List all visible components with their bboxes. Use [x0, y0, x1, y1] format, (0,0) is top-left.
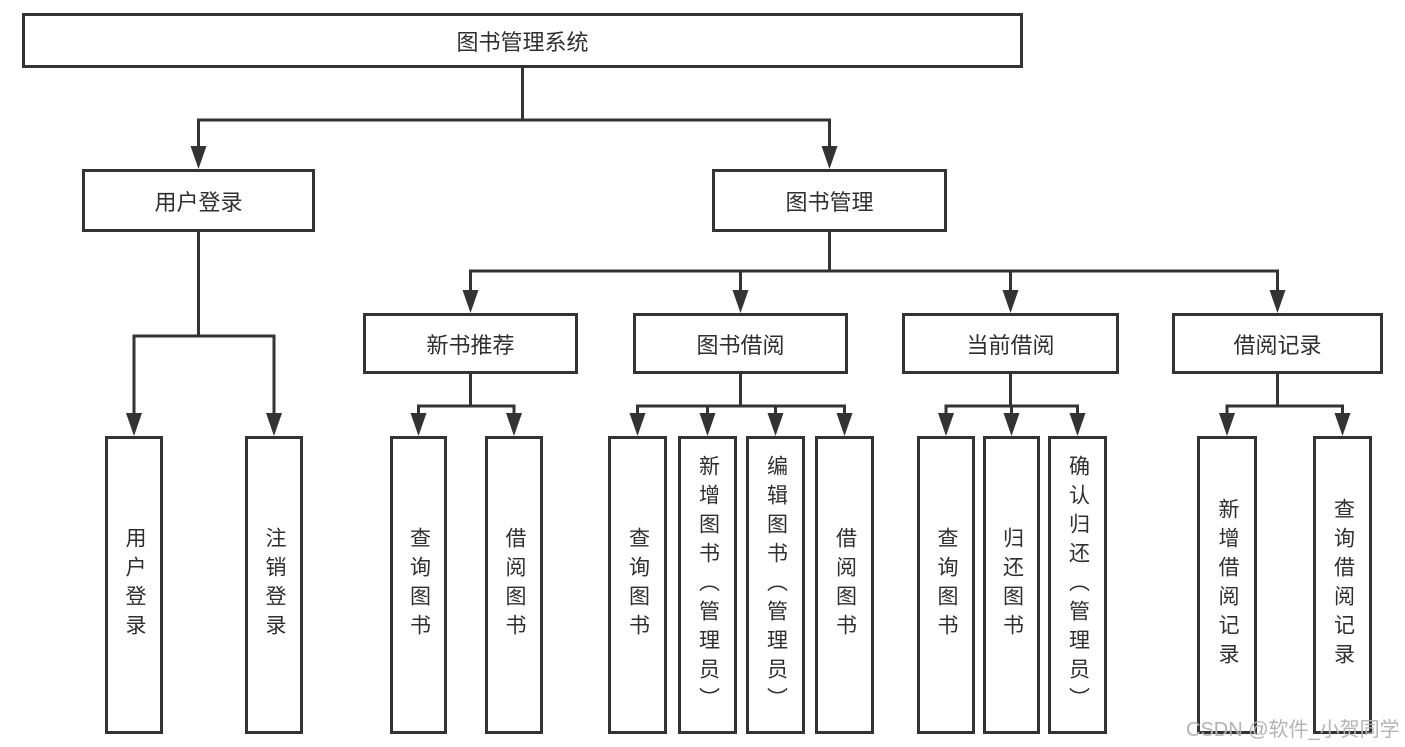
- arrowhead-user-login: [190, 146, 207, 169]
- node-logout-leaf: 注销登录: [245, 436, 303, 734]
- arrowhead-ul-login: [126, 413, 142, 436]
- node-current-borrowing: 当前借阅: [902, 313, 1119, 374]
- arrowhead-ul-logout: [266, 413, 282, 436]
- node-user-login: 用户登录: [82, 169, 315, 232]
- node-cb-confirm-return-admin: 确认归还（管理员）: [1048, 436, 1107, 734]
- arrowhead-book-mgmt: [821, 146, 838, 169]
- arrowhead-cb-query: [938, 413, 954, 436]
- node-bb-query-books: 查询图书: [608, 436, 667, 734]
- arrowhead-cb-return: [1003, 413, 1020, 436]
- arrowhead-borrow-records: [1269, 290, 1286, 313]
- node-nbr-query-books: 查询图书: [390, 436, 447, 734]
- node-library-management-system: 图书管理系统: [22, 13, 1023, 68]
- arrowhead-bb-query: [629, 413, 646, 436]
- arrowhead-bb-add: [699, 413, 716, 436]
- node-bb-add-book-admin: 新增图书（管理员）: [678, 436, 737, 734]
- node-bb-borrow-books: 借阅图书: [815, 436, 874, 734]
- arrowhead-bb-edit: [767, 413, 784, 436]
- node-new-book-recommend: 新书推荐: [363, 313, 578, 374]
- arrowhead-book-borrow: [732, 290, 749, 313]
- arrowhead-nbr-query: [410, 413, 427, 436]
- node-borrowing-records: 借阅记录: [1172, 313, 1383, 374]
- arrowhead-new-book-rec: [462, 290, 479, 313]
- node-book-management: 图书管理: [712, 169, 947, 232]
- node-nbr-borrow-books: 借阅图书: [485, 436, 543, 734]
- node-bb-edit-book-admin: 编辑图书（管理员）: [746, 436, 805, 734]
- arrowhead-nbr-borrow: [506, 413, 522, 436]
- watermark: CSDN @软件_小贺同学: [1186, 719, 1400, 741]
- node-br-query-record: 查询借阅记录: [1313, 436, 1372, 734]
- arrowhead-br-add: [1219, 413, 1235, 436]
- node-cb-return-book: 归还图书: [983, 436, 1040, 734]
- arrowhead-cb-confirm: [1069, 413, 1086, 436]
- node-book-borrowing: 图书借阅: [633, 313, 848, 374]
- arrowhead-current-borrow: [1002, 290, 1019, 313]
- arrowheads: [126, 146, 1351, 436]
- node-br-add-record: 新增借阅记录: [1197, 436, 1257, 734]
- node-user-login-leaf: 用户登录: [105, 436, 163, 734]
- arrowhead-br-query: [1334, 413, 1351, 436]
- node-cb-query-books: 查询图书: [917, 436, 975, 734]
- arrowhead-bb-borrow: [836, 413, 853, 436]
